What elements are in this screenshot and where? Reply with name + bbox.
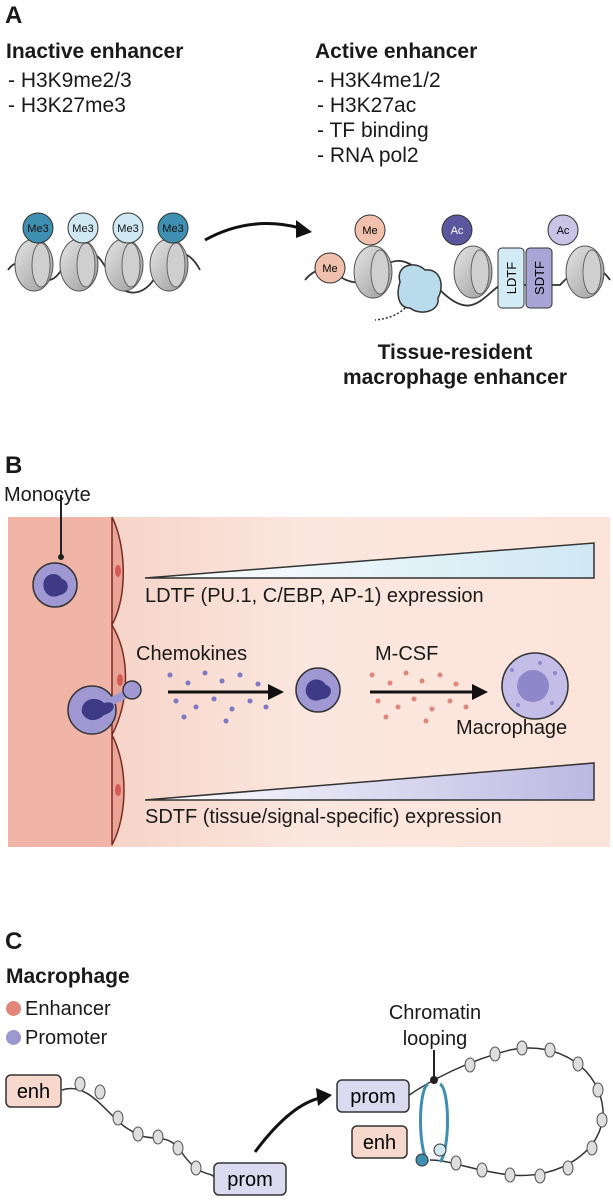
legend-promoter: Promoter: [6, 1027, 107, 1050]
prom-box-linear: prom: [213, 1162, 287, 1196]
svg-text:prom: prom: [227, 1169, 273, 1191]
macrophage-cell: [501, 651, 569, 720]
active-enhancer-title: Active enhancer: [315, 40, 478, 63]
nucleosome: [104, 238, 144, 292]
svg-text:Me: Me: [362, 225, 377, 237]
arrow-head: [296, 220, 312, 238]
active-mark-item: - H3K27ac: [317, 94, 417, 117]
nucleosome: [59, 238, 99, 292]
monocyte-cell: [32, 562, 78, 608]
tissue-monocyte: [295, 667, 341, 713]
transition-arrow: [204, 222, 301, 242]
chromatin-looping-diagram: enh prom prom enh: [5, 1040, 608, 1196]
svg-text:LDTF: LDTF: [504, 262, 519, 295]
svg-text:SDTF: SDTF: [532, 261, 547, 295]
svg-text:Me3: Me3: [117, 223, 138, 235]
inactive-mark-item: - H3K27me3: [8, 94, 126, 117]
loop-chromatin-strand: [404, 1047, 604, 1177]
svg-text:enh: enh: [17, 1081, 50, 1103]
nucleosome: [453, 245, 493, 299]
ac-mark: Ac: [441, 214, 473, 246]
active-marks-list: - H3K4me1/2 - H3K27ac - TF binding - RNA…: [317, 68, 441, 168]
me-mark: Me: [314, 252, 346, 284]
enhancer-nucleosome-diagram: Me3 Me3 Me3 Me3 Me Me Ac Ac LDTF SDTF: [7, 212, 611, 321]
inactive-enhancer-title: Inactive enhancer: [6, 40, 184, 63]
svg-text:prom: prom: [350, 1086, 396, 1108]
me3-mark: Me3: [112, 212, 144, 244]
svg-text:enh: enh: [363, 1132, 396, 1154]
looping-arrow: [253, 1096, 321, 1153]
prom-box-loop: prom: [336, 1079, 410, 1113]
monocyte-label: Monocyte: [4, 484, 91, 506]
me3-mark: Me3: [67, 212, 99, 244]
ldtf-expression-label: LDTF (PU.1, C/EBP, AP-1) expression: [145, 585, 484, 607]
svg-text:Me: Me: [322, 263, 337, 275]
panel-a-letter: A: [5, 2, 23, 29]
me3-mark: Me3: [157, 212, 189, 244]
inactive-marks-list: - H3K9me2/3 - H3K27me3: [8, 68, 132, 118]
rna-pol2-shape: [374, 264, 442, 321]
mcsf-label: M-CSF: [375, 643, 439, 665]
chromatin-looping-label: Chromatin looping: [388, 1002, 482, 1050]
chemokines-label: Chemokines: [136, 643, 248, 665]
legend-enhancer: Enhancer: [6, 998, 111, 1021]
svg-text:Ac: Ac: [451, 225, 464, 237]
panel-c-letter: C: [5, 928, 23, 955]
enh-box-loop: enh: [351, 1125, 408, 1159]
ac-mark: Ac: [547, 214, 579, 246]
active-mark-item: - RNA pol2: [317, 144, 419, 167]
sdtf-gradient-wedge: [144, 762, 595, 801]
macrophage-enhancer-label: Tissue-resident macrophage enhancer: [342, 341, 568, 389]
promoter-dot: [6, 1030, 21, 1045]
nucleosome: [14, 238, 54, 292]
inactive-mark-item: - H3K9me2/3: [8, 69, 132, 92]
me3-mark: Me3: [22, 212, 54, 244]
svg-text:Ac: Ac: [557, 225, 570, 237]
sdtf-box: SDTF: [525, 247, 553, 309]
ldtf-gradient-wedge: [144, 542, 595, 579]
svg-text:Me3: Me3: [72, 223, 93, 235]
mcsf-particles: [369, 670, 469, 724]
monocyte-differentiation-diagram: [8, 495, 610, 847]
active-mark-item: - TF binding: [317, 119, 429, 142]
ldtf-box: LDTF: [497, 247, 525, 309]
nucleosome: [149, 238, 189, 292]
me-mark: Me: [354, 214, 386, 246]
macrophage-label: Macrophage: [456, 717, 568, 739]
cohesin-ring: [415, 1050, 449, 1167]
loop-nucleosomes: [450, 1040, 608, 1184]
nucleosome: [353, 245, 393, 299]
chemokine-particles: [167, 670, 269, 724]
svg-text:Me3: Me3: [27, 223, 48, 235]
active-mark-item: - H3K4me1/2: [317, 69, 441, 92]
enhancer-dot: [6, 1001, 21, 1016]
nucleosome: [565, 245, 605, 299]
linear-nucleosomes: [74, 1076, 202, 1176]
panel-c-title: Macrophage: [6, 965, 130, 988]
sdtf-expression-label: SDTF (tissue/signal-specific) expression: [145, 806, 502, 828]
enh-box-linear: enh: [5, 1074, 62, 1108]
panel-b-letter: B: [5, 452, 23, 479]
transmigrating-monocyte: [67, 680, 142, 735]
svg-text:Me3: Me3: [162, 223, 183, 235]
